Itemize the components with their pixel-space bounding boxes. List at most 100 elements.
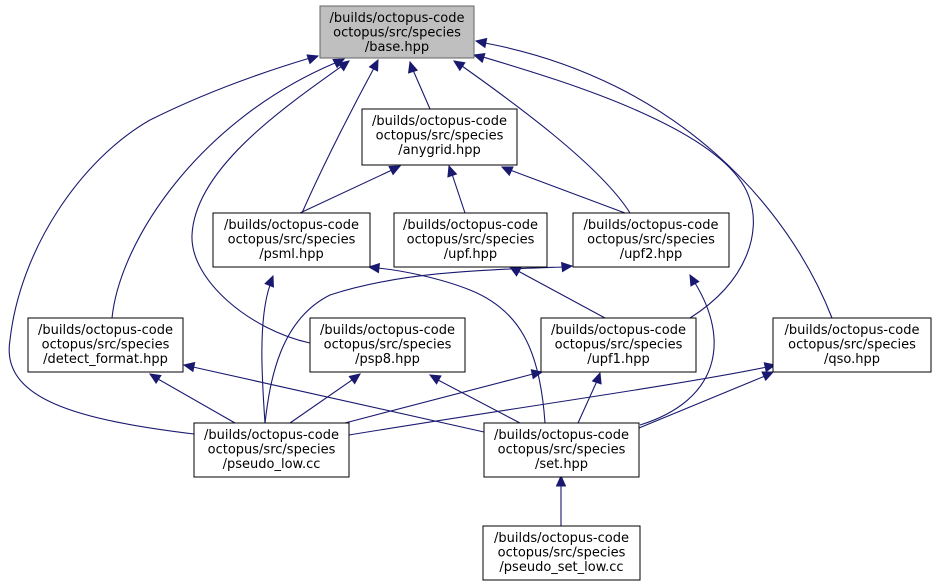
graph-edges	[8, 37, 833, 526]
node-label-line: /upf2.hpp	[620, 247, 683, 262]
node-box	[212, 212, 371, 268]
node-label-line: /upf1.hpp	[587, 352, 650, 367]
node-pseudo-low[interactable]: /builds/octopus-codeoctopus/src/species/…	[193, 422, 350, 478]
edge-set-to-psml-arrowhead	[367, 262, 381, 274]
node-label-line: /builds/octopus-code	[494, 428, 629, 443]
edge-pseudo-low-to-upf1	[344, 373, 534, 424]
node-box	[309, 317, 466, 373]
edge-upf2-to-base-arrowhead	[452, 60, 466, 72]
edge-anygrid-to-base-arrowhead	[407, 60, 419, 74]
node-label-line: /builds/octopus-code	[584, 218, 719, 233]
node-label-line: octopus/src/species	[376, 129, 504, 144]
node-label-line: /builds/octopus-code	[38, 323, 173, 338]
edge-set-to-upf2-arrowhead	[689, 273, 700, 287]
node-label-line: octopus/src/species	[498, 546, 626, 561]
node-base[interactable]: /builds/octopus-codeoctopus/src/species/…	[319, 5, 475, 59]
node-label-line: /upf.hpp	[444, 247, 497, 262]
node-psp8[interactable]: /builds/octopus-codeoctopus/src/species/…	[309, 317, 466, 373]
edge-pseudo-low-to-base-arrowhead	[306, 54, 320, 65]
edge-qso-to-base	[484, 42, 833, 319]
edge-pseudo-low-to-upf2	[264, 266, 564, 424]
node-label-line: /anygrid.hpp	[398, 143, 481, 158]
node-label-line: octopus/src/species	[555, 338, 683, 353]
node-label-line: /builds/octopus-code	[204, 428, 339, 443]
node-upf[interactable]: /builds/octopus-codeoctopus/src/species/…	[393, 212, 548, 268]
node-box	[483, 422, 640, 478]
node-label-line: /psp8.hpp	[355, 352, 420, 367]
node-upf1[interactable]: /builds/octopus-codeoctopus/src/species/…	[540, 317, 697, 373]
edge-pseudo-low-to-psml	[261, 284, 271, 424]
node-anygrid[interactable]: /builds/octopus-codeoctopus/src/species/…	[361, 108, 518, 166]
node-label-line: /detect_format.hpp	[43, 352, 168, 367]
node-detect-format[interactable]: /builds/octopus-codeoctopus/src/species/…	[27, 317, 184, 373]
edge-set-to-qso	[638, 375, 766, 429]
node-label-line: octopus/src/species	[42, 338, 170, 353]
node-label-line: /builds/octopus-code	[785, 323, 920, 338]
edge-pseudo-set-low-to-set-arrowhead	[555, 474, 567, 487]
edge-upf-to-anygrid-arrowhead	[447, 164, 458, 178]
edge-upf1-to-upf	[517, 270, 606, 319]
edge-qso-to-base-arrowhead	[474, 37, 488, 49]
node-box	[361, 108, 518, 166]
node-set[interactable]: /builds/octopus-codeoctopus/src/species/…	[483, 422, 640, 478]
node-upf2[interactable]: /builds/octopus-codeoctopus/src/species/…	[572, 212, 730, 268]
node-box	[319, 5, 475, 59]
edge-set-to-psp8-arrowhead	[428, 374, 442, 385]
node-label-line: /builds/octopus-code	[551, 323, 686, 338]
edge-upf2-to-anygrid-arrowhead	[500, 166, 514, 177]
edge-pseudo-low-to-psml-arrowhead	[264, 274, 274, 288]
node-label-line: /builds/octopus-code	[372, 114, 507, 129]
node-qso[interactable]: /builds/octopus-codeoctopus/src/species/…	[772, 317, 932, 373]
node-label-line: /base.hpp	[365, 40, 429, 55]
edge-psml-to-anygrid	[299, 169, 393, 214]
node-label-line: octopus/src/species	[587, 233, 715, 248]
edge-pseudo-low-to-upf1-arrowhead	[530, 369, 544, 380]
node-psml[interactable]: /builds/octopus-codeoctopus/src/species/…	[212, 212, 371, 268]
edge-set-to-qso-arrowhead	[761, 371, 775, 382]
node-label-line: octopus/src/species	[333, 26, 461, 41]
edge-upf1-to-base-arrowhead	[472, 52, 486, 64]
edge-upf2-to-anygrid	[509, 169, 626, 214]
edge-pseudo-low-to-upf2-arrowhead	[560, 261, 574, 273]
node-label-line: /qso.hpp	[824, 352, 880, 367]
edge-detect-format-to-base	[111, 62, 336, 319]
edge-pseudo-low-to-detect-format	[157, 378, 236, 424]
edge-pseudo-low-to-qso-arrowhead	[763, 362, 777, 373]
edge-upf2-to-base	[461, 65, 631, 214]
node-label-line: octopus/src/species	[407, 233, 535, 248]
node-box	[482, 525, 641, 581]
edge-set-to-upf2	[639, 282, 715, 426]
edge-pseudo-low-to-psp8	[289, 379, 353, 424]
edge-psml-to-base	[301, 67, 375, 214]
edge-psml-to-anygrid-arrowhead	[388, 165, 402, 176]
node-box	[393, 212, 548, 268]
node-box	[772, 317, 932, 373]
node-box	[27, 317, 184, 373]
node-label-line: /pseudo_low.cc	[223, 457, 321, 472]
edge-upf1-to-base	[482, 56, 754, 319]
edge-pseudo-low-to-base	[8, 57, 311, 435]
edge-psml-to-base-arrowhead	[368, 58, 379, 72]
node-label-line: /psml.hpp	[259, 247, 324, 262]
node-label-line: /builds/octopus-code	[320, 323, 455, 338]
node-label-line: octopus/src/species	[228, 233, 356, 248]
edge-set-to-upf1-arrowhead	[591, 371, 602, 385]
node-box	[193, 422, 350, 478]
edge-psp8-to-base-arrowhead	[337, 60, 350, 72]
edge-set-to-detect-format-arrowhead	[182, 361, 196, 373]
edge-psp8-to-base	[191, 65, 343, 344]
node-label-line: /builds/octopus-code	[224, 218, 359, 233]
node-box	[572, 212, 730, 268]
edge-pseudo-low-to-psp8-arrowhead	[348, 373, 361, 385]
node-label-line: /builds/octopus-code	[494, 531, 629, 546]
node-label-line: /builds/octopus-code	[403, 218, 538, 233]
node-box	[540, 317, 697, 373]
edge-set-to-psp8	[437, 379, 521, 424]
node-label-line: /set.hpp	[535, 457, 588, 472]
node-pseudo-set-low[interactable]: /builds/octopus-codeoctopus/src/species/…	[482, 525, 641, 581]
node-label-line: octopus/src/species	[324, 338, 452, 353]
edge-pseudo-low-to-detect-format-arrowhead	[148, 373, 162, 385]
node-label-line: octopus/src/species	[208, 443, 336, 458]
edge-upf-to-anygrid	[451, 173, 466, 214]
